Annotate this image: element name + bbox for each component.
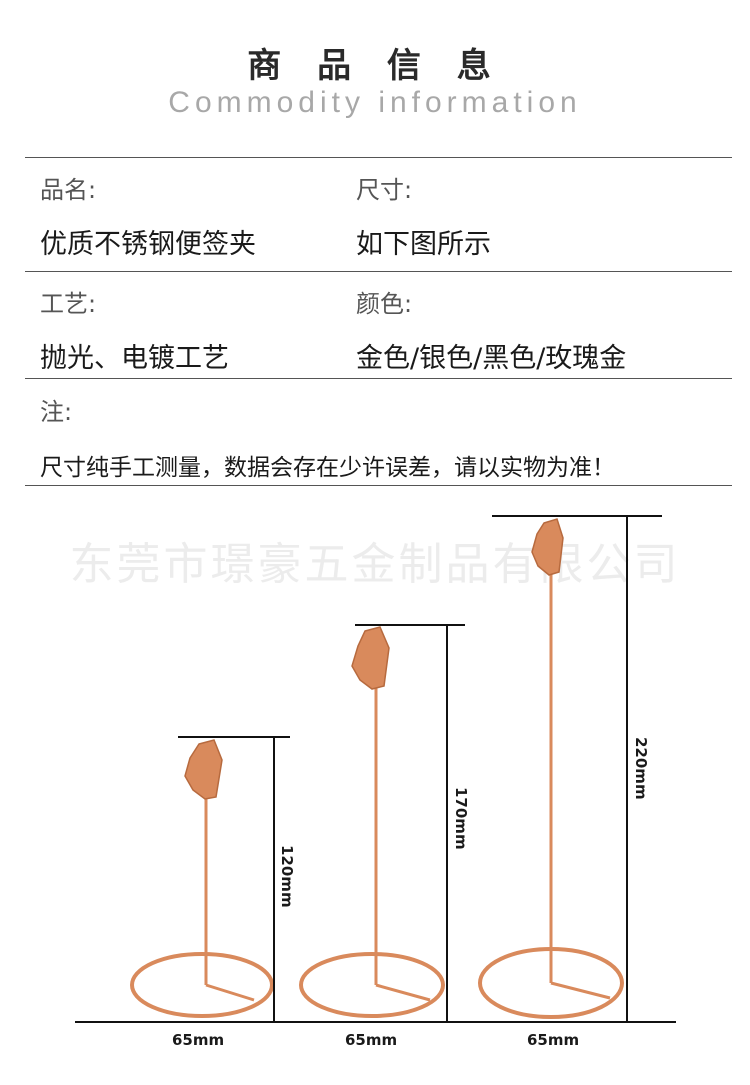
note-value: 尺寸纯手工测量，数据会存在少许误差，请以实物为准！ — [40, 455, 615, 481]
note-clip-medium — [299, 626, 445, 1018]
table-rule-bottom — [25, 485, 732, 486]
clip-jaw-icon — [184, 739, 223, 800]
base-label-large: 65mm — [527, 1031, 579, 1049]
page-title-cn: 商 品 信 息 — [247, 46, 503, 86]
color-label: 颜色: — [356, 290, 413, 318]
note-clip-small — [130, 739, 274, 1018]
size-label: 尺寸: — [356, 176, 413, 204]
craft-label: 工艺: — [40, 290, 97, 318]
base-label-medium: 65mm — [345, 1031, 397, 1049]
clip-jaw-icon — [351, 626, 390, 690]
size-value: 如下图所示 — [356, 229, 491, 260]
craft-value: 抛光、电镀工艺 — [40, 343, 229, 374]
color-value: 金色/银色/黑色/玫瑰金 — [356, 343, 627, 374]
clip-stem — [549, 572, 611, 1000]
clip-base-ring — [299, 952, 445, 1018]
clip-base-ring — [130, 952, 274, 1018]
watermark: 东莞市璟豪五金制品有限公司 — [69, 539, 681, 590]
table-rule-2 — [25, 271, 732, 272]
note-label: 注: — [40, 398, 73, 426]
table-rule-3 — [25, 378, 732, 379]
name-value: 优质不锈钢便签夹 — [40, 229, 256, 260]
note-clip-large — [478, 518, 624, 1019]
table-rule-top — [25, 157, 732, 158]
base-label-small: 65mm — [172, 1031, 224, 1049]
height-label-large: 220mm — [632, 737, 650, 800]
clip-stem — [204, 796, 255, 1002]
name-label: 品名: — [40, 176, 97, 204]
page-title-en: Commodity information — [168, 86, 582, 119]
height-label-small: 120mm — [278, 845, 296, 908]
clip-stem — [374, 686, 431, 1002]
height-label-medium: 170mm — [452, 787, 470, 850]
clip-jaw-icon — [531, 518, 564, 576]
